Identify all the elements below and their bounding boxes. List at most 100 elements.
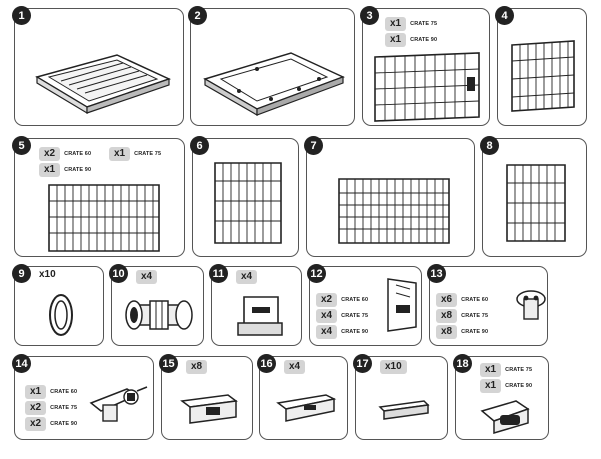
part-number-badge: 1 <box>12 6 31 25</box>
quantity-row: x1 CRATE 75 <box>385 17 437 31</box>
quantity-row: x2 CRATE 60 <box>39 147 91 161</box>
part-panel-4: 4 <box>495 6 587 126</box>
quantity-row: x6 CRATE 60 <box>436 293 488 307</box>
part-number-badge: 18 <box>453 354 472 373</box>
door-latch-assembly-illustration <box>89 386 148 422</box>
part-panel-10: 10 x4 <box>109 264 204 346</box>
part-panel-12: 12 x2 CRATE 60 x4 CRATE 75 x4 CRATE 90 <box>307 264 422 346</box>
part-number-badge: 6 <box>190 136 209 155</box>
quantity-badge: x1 <box>385 33 407 47</box>
wire-side-panel-illustration <box>48 184 160 252</box>
latch-knob-illustration <box>516 290 546 320</box>
quantity-badge: x1 <box>109 147 131 161</box>
quantity-badge: x2 <box>316 293 338 307</box>
quantity-badge: x4 <box>284 360 306 374</box>
part-panel-17: 17 x10 <box>353 354 448 440</box>
slide-clip-illustration <box>180 394 238 424</box>
crate-size-label: CRATE 60 <box>64 151 92 157</box>
wire-roof-panel-illustration <box>338 178 450 244</box>
wire-partition-panel-illustration <box>506 164 566 242</box>
crate-size-label: CRATE 90 <box>341 329 369 335</box>
crate-size-label: CRATE 75 <box>341 313 369 319</box>
quantity-badge: x1 <box>480 363 502 377</box>
quantity-badge: x4 <box>316 325 338 339</box>
part-number-badge: 17 <box>353 354 372 373</box>
part-number-badge: 16 <box>257 354 276 373</box>
part-number-badge: 4 <box>495 6 514 25</box>
quantity-row: x8 CRATE 75 <box>436 309 488 323</box>
part-number-badge: 13 <box>427 264 446 283</box>
part-panel-18: 18 x1 CRATE 75 x1 CRATE 90 <box>453 354 549 440</box>
part-number-badge: 7 <box>304 136 323 155</box>
quantity-badge: x1 <box>25 385 47 399</box>
crate-size-label: CRATE 90 <box>64 167 92 173</box>
handle-grip-illustration <box>480 400 530 435</box>
quantity-badge: x2 <box>25 401 47 415</box>
quantity-badge: x8 <box>436 309 458 323</box>
quantity-row: x2 CRATE 90 <box>25 417 77 431</box>
quantity-badge: x10 <box>380 360 407 374</box>
part-panel-11: 11 x4 <box>209 264 302 346</box>
quantity-row: x8 CRATE 90 <box>436 325 488 339</box>
quantity-badge: x8 <box>186 360 208 374</box>
crate-size-label: CRATE 75 <box>410 21 438 27</box>
rail-strip-illustration <box>378 400 430 420</box>
part-panel-3: 3 x1 CRATE 75 x1 CRATE 90 <box>360 6 490 126</box>
crate-size-label: CRATE 75 <box>461 313 489 319</box>
crate-size-label: CRATE 75 <box>505 367 533 373</box>
crate-size-label: CRATE 90 <box>505 383 533 389</box>
quantity-badge: x2 <box>25 417 47 431</box>
quantity-badge: x2 <box>39 147 61 161</box>
part-number-badge: 14 <box>12 354 31 373</box>
crate-size-label: CRATE 60 <box>461 297 489 303</box>
part-panel-6: 6 <box>190 136 299 257</box>
hinge-plate-illustration <box>387 278 417 332</box>
part-panel-13: 13 x6 CRATE 60 x8 CRATE 75 x8 CRATE 90 <box>427 264 548 346</box>
quantity-badge: x4 <box>236 270 258 284</box>
crate-size-label: CRATE 60 <box>50 389 78 395</box>
quantity-row: x1 CRATE 90 <box>480 379 532 393</box>
part-panel-14: 14 x1 CRATE 60 x2 CRATE 75 x2 CRATE 90 <box>12 354 154 440</box>
wire-door-panel-illustration <box>374 52 480 122</box>
part-panel-16: 16 x4 <box>257 354 348 440</box>
quantity-badge: x4 <box>136 270 158 284</box>
part-number-badge: 9 <box>12 264 31 283</box>
part-number-badge: 11 <box>209 264 228 283</box>
quantity-badge: x8 <box>436 325 458 339</box>
quantity-label: x10 <box>39 269 56 280</box>
crate-size-label: CRATE 75 <box>134 151 162 157</box>
part-number-badge: 15 <box>159 354 178 373</box>
quantity-row: x4 CRATE 90 <box>316 325 368 339</box>
clip-bracket-illustration <box>237 296 283 336</box>
washer-ring-illustration <box>49 294 73 336</box>
wire-side-door-illustration <box>511 40 575 112</box>
part-panel-7: 7 <box>304 136 475 257</box>
quantity-row: x1 CRATE 75 <box>480 363 532 377</box>
quantity-badge: x1 <box>480 379 502 393</box>
spool-connector-illustration <box>125 300 193 330</box>
part-number-badge: 10 <box>109 264 128 283</box>
crate-top-frame-illustration <box>203 52 345 117</box>
quantity-row: x1 CRATE 90 <box>39 163 91 177</box>
quantity-row: x2 CRATE 60 <box>316 293 368 307</box>
quantity-badge: x4 <box>316 309 338 323</box>
part-number-badge: 2 <box>188 6 207 25</box>
part-number-badge: 5 <box>12 136 31 155</box>
quantity-row: x2 CRATE 75 <box>25 401 77 415</box>
crate-size-label: CRATE 60 <box>341 297 369 303</box>
quantity-row: x4 CRATE 75 <box>316 309 368 323</box>
crate-size-label: CRATE 90 <box>50 421 78 427</box>
long-clip-illustration <box>276 394 337 422</box>
part-number-badge: 8 <box>480 136 499 155</box>
part-number-badge: 3 <box>360 6 379 25</box>
quantity-row: x1 CRATE 90 <box>385 33 437 47</box>
part-panel-1: 1 <box>12 6 184 126</box>
quantity-badge: x1 <box>385 17 407 31</box>
part-panel-2: 2 <box>188 6 355 126</box>
crate-base-tray-illustration <box>35 54 172 115</box>
part-panel-9: 9 x10 <box>12 264 104 346</box>
crate-size-label: CRATE 90 <box>461 329 489 335</box>
part-number-badge: 12 <box>307 264 326 283</box>
wire-end-panel-illustration <box>214 162 282 244</box>
quantity-badge: x1 <box>39 163 61 177</box>
